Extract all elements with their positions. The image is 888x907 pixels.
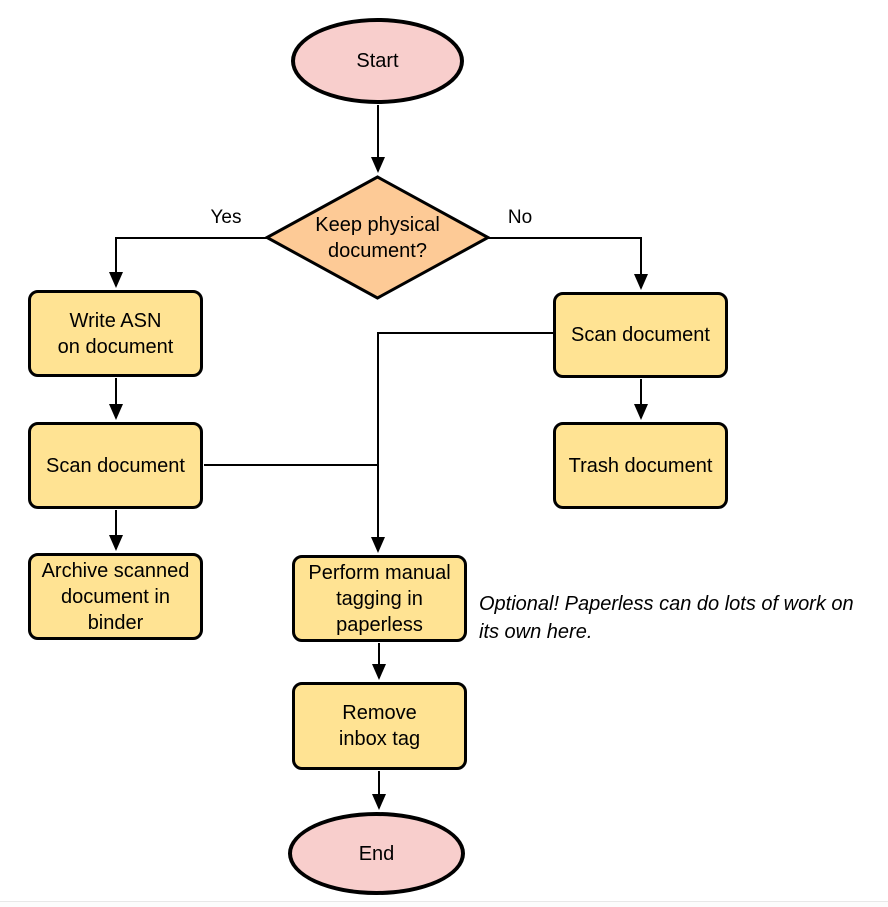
node-scan-document-right: Scan document bbox=[553, 292, 728, 378]
node-scan-document-left: Scan document bbox=[28, 422, 203, 509]
edge-label-no: No bbox=[507, 207, 533, 228]
node-manual-tagging: Perform manual tagging in paperless bbox=[292, 555, 467, 642]
decision-diamond-shape bbox=[265, 175, 490, 300]
edge-decision-yes-to-write-asn bbox=[109, 237, 267, 288]
node-end-label: End bbox=[358, 842, 395, 865]
edge-label-yes: Yes bbox=[210, 207, 242, 228]
node-scan-document-right-label: Scan document bbox=[571, 324, 710, 346]
bottom-divider bbox=[0, 901, 888, 907]
node-archive-binder: Archive scanned document in binder bbox=[28, 553, 203, 640]
node-scan-document-left-label: Scan document bbox=[46, 454, 185, 477]
edge-decision-no-to-scan-right bbox=[488, 237, 648, 290]
edge-scan-right-to-tagging bbox=[371, 332, 554, 553]
node-decision: Keep physical document? bbox=[265, 175, 490, 300]
node-remove-inbox-tag: Remove inbox tag bbox=[292, 682, 467, 770]
node-write-asn: Write ASN on document bbox=[28, 290, 203, 377]
optional-note: Optional! Paperless can do lots of work … bbox=[479, 593, 854, 644]
node-trash-document-label: Trash document bbox=[568, 454, 713, 477]
node-start: Start bbox=[291, 18, 464, 104]
node-remove-inbox-tag-label: Remove inbox tag bbox=[338, 702, 421, 750]
node-write-asn-label: Write ASN on document bbox=[57, 309, 174, 358]
node-archive-binder-label: Archive scanned document in binder bbox=[41, 559, 190, 634]
node-decision-label: Keep physical document? bbox=[315, 213, 440, 262]
node-end: End bbox=[288, 812, 465, 895]
node-trash-document: Trash document bbox=[553, 422, 728, 509]
node-start-label: Start bbox=[356, 50, 399, 72]
node-manual-tagging-label: Perform manual tagging in paperless bbox=[308, 561, 451, 636]
